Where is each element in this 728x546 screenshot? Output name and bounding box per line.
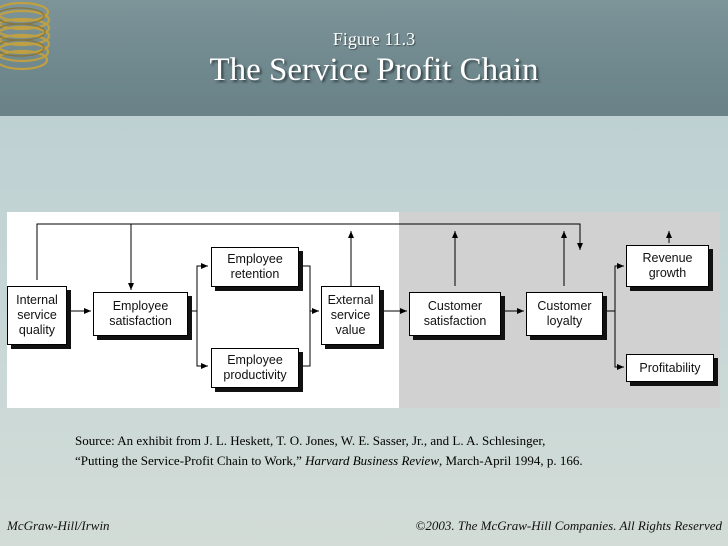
node-customer-loyalty: Customer loyalty bbox=[526, 292, 603, 336]
node-employee-satisfaction: Employee satisfaction bbox=[93, 292, 188, 336]
feedback-line bbox=[36, 223, 583, 280]
node-customer-satisfaction: Customer satisfaction bbox=[409, 292, 501, 336]
arrow-loyalty-to-profitability bbox=[614, 311, 624, 370]
arrow-satisfaction-to-retention bbox=[190, 263, 208, 312]
source-line-1: Source: An exhibit from J. L. Heskett, T… bbox=[75, 433, 546, 448]
figure-label: Figure 11.3 bbox=[332, 29, 416, 49]
source-line-2: “Putting the Service-Profit Chain to Wor… bbox=[75, 451, 695, 471]
diagram-connectors bbox=[36, 223, 672, 370]
node-profitability: Profitability bbox=[626, 354, 714, 382]
footer-copyright: ©2003. The McGraw-Hill Companies. All Ri… bbox=[415, 518, 722, 533]
footer-publisher: McGraw-Hill/Irwin bbox=[7, 518, 110, 533]
source-article-title: “Putting the Service-Profit Chain to Wor… bbox=[75, 453, 306, 468]
service-profit-chain-diagram: Internal service quality Employee satisf… bbox=[7, 212, 720, 408]
source-citation: Source: An exhibit from J. L. Heskett, T… bbox=[75, 431, 695, 471]
source-issue: , March-April 1994, p. 166. bbox=[438, 453, 583, 468]
node-revenue-growth: Revenue growth bbox=[626, 245, 709, 287]
title-banner: Figure 11.3 The Service Profit Chain bbox=[0, 0, 728, 116]
arrow-loyalty-to-revenue bbox=[605, 263, 624, 312]
node-employee-retention: Employee retention bbox=[211, 247, 299, 287]
node-employee-productivity: Employee productivity bbox=[211, 348, 299, 388]
slide-title: The Service Profit Chain bbox=[209, 52, 539, 88]
arrow-retention-to-value bbox=[301, 265, 319, 314]
arrow-satisfaction-to-productivity bbox=[196, 311, 208, 369]
node-internal-service-quality: Internal service quality bbox=[7, 286, 67, 345]
gold-rings-logo bbox=[0, 1, 51, 71]
source-journal: Harvard Business Review bbox=[305, 453, 439, 468]
node-external-service-value: External service value bbox=[321, 286, 380, 345]
